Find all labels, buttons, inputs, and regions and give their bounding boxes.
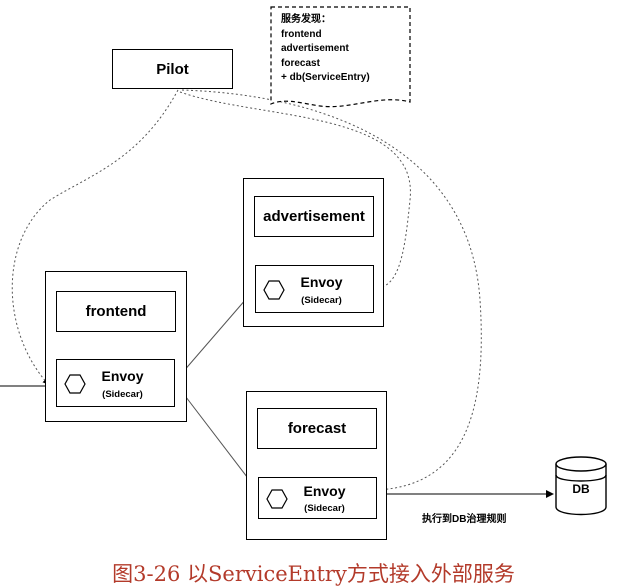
- frontend-to-forecast-arrow: [175, 383, 258, 491]
- frontend-to-advertisement-arrow: [175, 290, 254, 381]
- db-governance-label: 执行到DB治理规则: [422, 514, 507, 525]
- note-line: + db(ServiceEntry): [281, 72, 370, 83]
- pilot-to-advertisement-envoy-curve: [179, 91, 411, 291]
- frontend-app-box: frontend: [56, 291, 176, 332]
- pilot-to-forecast-envoy-curve: [181, 89, 482, 493]
- frontend-app-label: frontend: [85, 303, 147, 320]
- hexagon-icon: [263, 280, 285, 300]
- forecast-app-box: forecast: [257, 408, 377, 449]
- frontend-sidecar-label: (Sidecar): [102, 389, 143, 400]
- hexagon-icon: [266, 489, 288, 509]
- note-line: advertisement: [281, 43, 349, 54]
- service-discovery-note: 服务发现： frontend advertisement forecast + …: [281, 13, 409, 86]
- forecast-sidecar-label: (Sidecar): [304, 503, 345, 514]
- note-line: frontend: [281, 28, 322, 40]
- advertisement-app-box: advertisement: [254, 196, 374, 237]
- figure-caption: 图3-26 以ServiceEntry方式接入外部服务: [112, 562, 515, 586]
- frontend-envoy-label: Envoy: [101, 368, 144, 384]
- forecast-envoy-label: Envoy: [303, 483, 346, 499]
- hexagon-icon: [64, 374, 86, 394]
- service-discovery-note-shape: [270, 6, 411, 108]
- advertisement-envoy-label: Envoy: [300, 274, 343, 290]
- forecast-app-label: forecast: [287, 420, 347, 437]
- advertisement-app-label: advertisement: [263, 208, 365, 225]
- pilot-to-frontend-envoy-curve: [11, 89, 179, 385]
- frontend-envoy-box: Envoy (Sidecar): [56, 359, 175, 407]
- pilot-label: Pilot: [156, 60, 189, 78]
- advertisement-envoy-box: Envoy (Sidecar): [255, 265, 374, 313]
- advertisement-sidecar-label: (Sidecar): [301, 295, 342, 306]
- note-line: 服务发现：: [281, 14, 331, 25]
- forecast-envoy-box: Envoy (Sidecar): [258, 477, 377, 519]
- db-cylinder-icon: [555, 456, 607, 516]
- pilot-box: Pilot: [112, 49, 233, 89]
- db-label: DB: [572, 482, 590, 496]
- note-line: forecast: [281, 57, 320, 69]
